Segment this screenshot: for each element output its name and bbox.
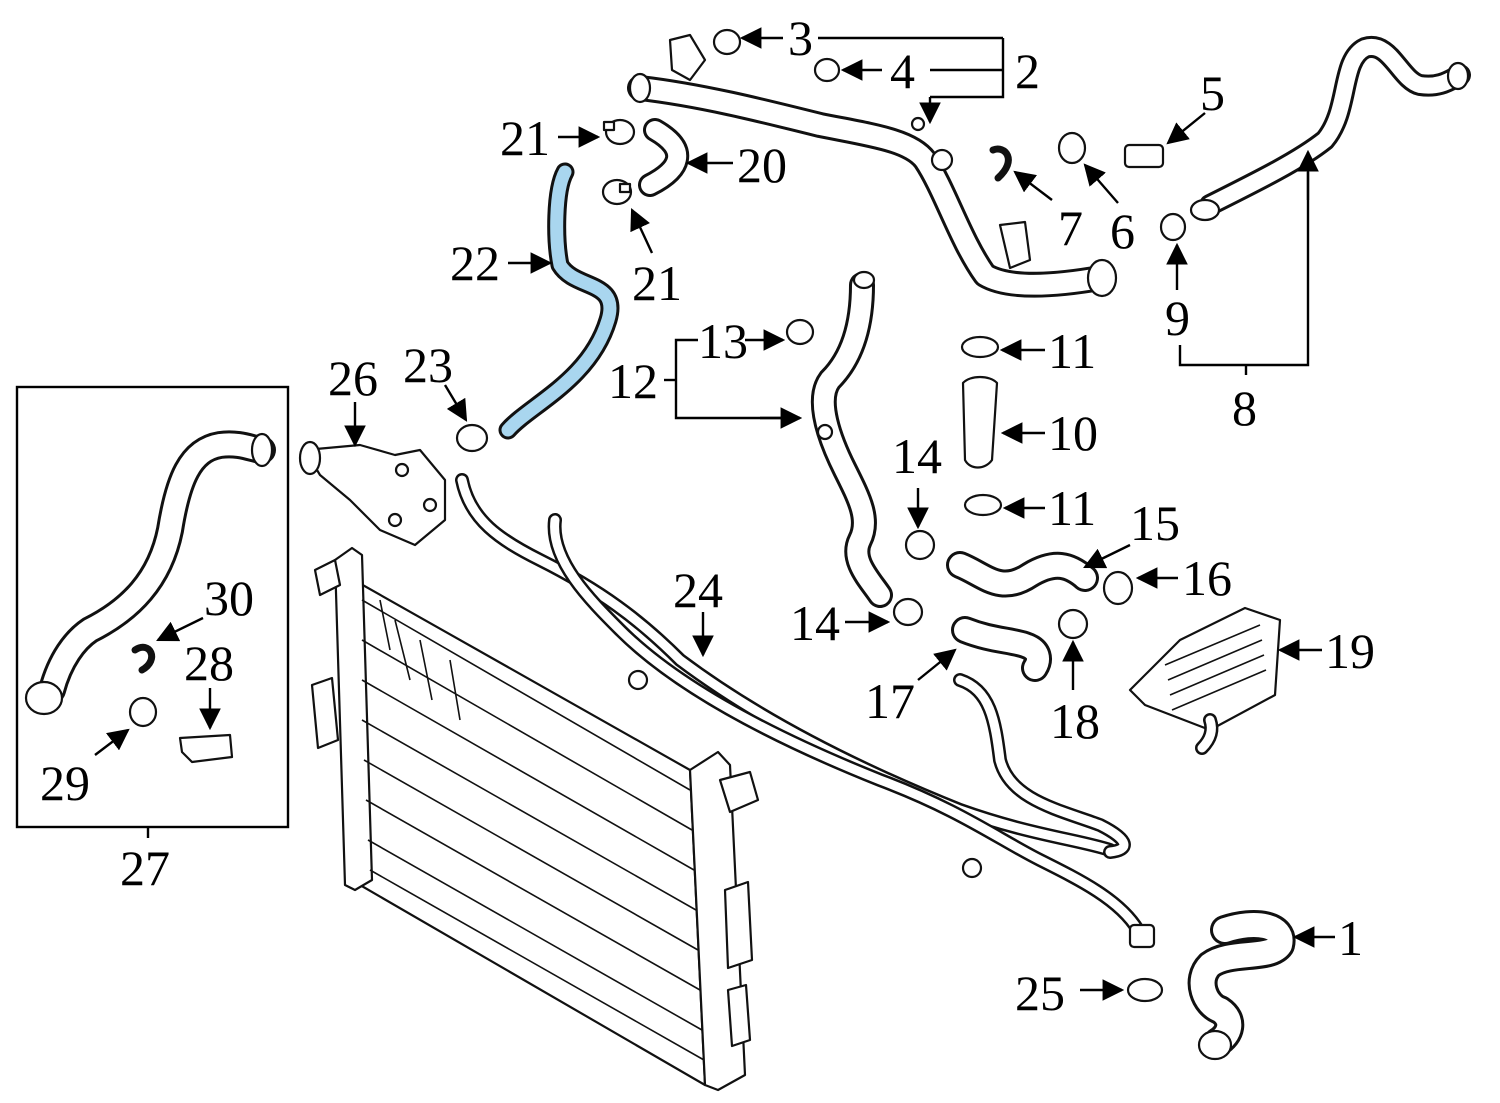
seal-3	[712, 28, 742, 56]
hose-22-highlighted	[498, 162, 620, 440]
callout-28: 28	[184, 635, 234, 691]
callout-6: 6	[1110, 203, 1135, 259]
callout-14-lower: 14	[790, 595, 840, 651]
callout-12: 12	[608, 353, 658, 409]
clamp-25	[1126, 977, 1164, 1003]
callout-29: 29	[40, 755, 90, 811]
callout-2: 2	[1015, 43, 1040, 99]
callout-7: 7	[1058, 200, 1083, 256]
callout-15: 15	[1130, 495, 1180, 551]
oil-cooler-19	[1128, 606, 1282, 755]
clamp-11-lower	[963, 493, 1003, 517]
callout-26: 26	[328, 350, 378, 406]
callout-8: 8	[1232, 380, 1257, 436]
clamp-16	[1102, 570, 1134, 606]
callout-16: 16	[1182, 550, 1232, 606]
clamp-11-upper	[960, 335, 1000, 359]
callout-1: 1	[1338, 910, 1363, 966]
callout-24: 24	[673, 562, 723, 618]
callout-5: 5	[1200, 65, 1225, 121]
inset-box-27	[15, 385, 290, 829]
callout-11-lower: 11	[1048, 480, 1096, 536]
hose-17	[951, 616, 1052, 682]
clamp-23	[455, 423, 489, 453]
seal-13	[785, 318, 815, 346]
housing-26	[298, 440, 447, 547]
hose-1	[1187, 910, 1296, 1061]
seal-4	[813, 57, 841, 83]
callout-21-upper: 21	[500, 110, 550, 166]
coolant-line-lower	[953, 673, 1131, 859]
callout-18: 18	[1050, 693, 1100, 749]
clamp-21-upper	[602, 118, 636, 146]
clamp-14-upper	[904, 529, 936, 561]
hose-8	[1189, 36, 1471, 222]
callout-27: 27	[120, 840, 170, 896]
callout-13: 13	[698, 313, 748, 369]
callout-11-upper: 11	[1048, 323, 1096, 379]
clamp-14-lower	[892, 597, 924, 627]
callout-22: 22	[450, 235, 500, 291]
clamp-18	[1057, 608, 1089, 640]
hose-20	[638, 118, 689, 197]
hose-10	[961, 375, 999, 469]
callout-labels: 1 2 3 4 5 6 7 8 9 10 11 11 12 13 14 14 1…	[40, 10, 1375, 1021]
callout-3: 3	[788, 10, 813, 66]
clip-7	[989, 145, 1012, 182]
callout-21-lower: 21	[632, 255, 682, 311]
callout-20: 20	[737, 137, 787, 193]
callout-10: 10	[1048, 405, 1098, 461]
callout-30: 30	[204, 570, 254, 626]
callout-14-upper: 14	[892, 428, 942, 484]
callout-25: 25	[1015, 965, 1065, 1021]
callout-19: 19	[1325, 623, 1375, 679]
coolant-line-24	[455, 473, 1156, 949]
callout-23: 23	[403, 337, 453, 393]
leader-lines	[94, 27, 1335, 1001]
hose-15	[946, 551, 1099, 598]
radiator	[310, 546, 760, 1092]
callout-17: 17	[865, 673, 915, 729]
seal-9	[1159, 212, 1187, 242]
callout-4: 4	[890, 43, 915, 99]
callout-9: 9	[1165, 290, 1190, 346]
seal-6	[1057, 131, 1087, 165]
pipe-12	[810, 270, 893, 608]
coolant-pipe-2	[627, 33, 1118, 298]
plug-5	[1123, 143, 1165, 169]
clamp-21-lower	[601, 178, 633, 206]
